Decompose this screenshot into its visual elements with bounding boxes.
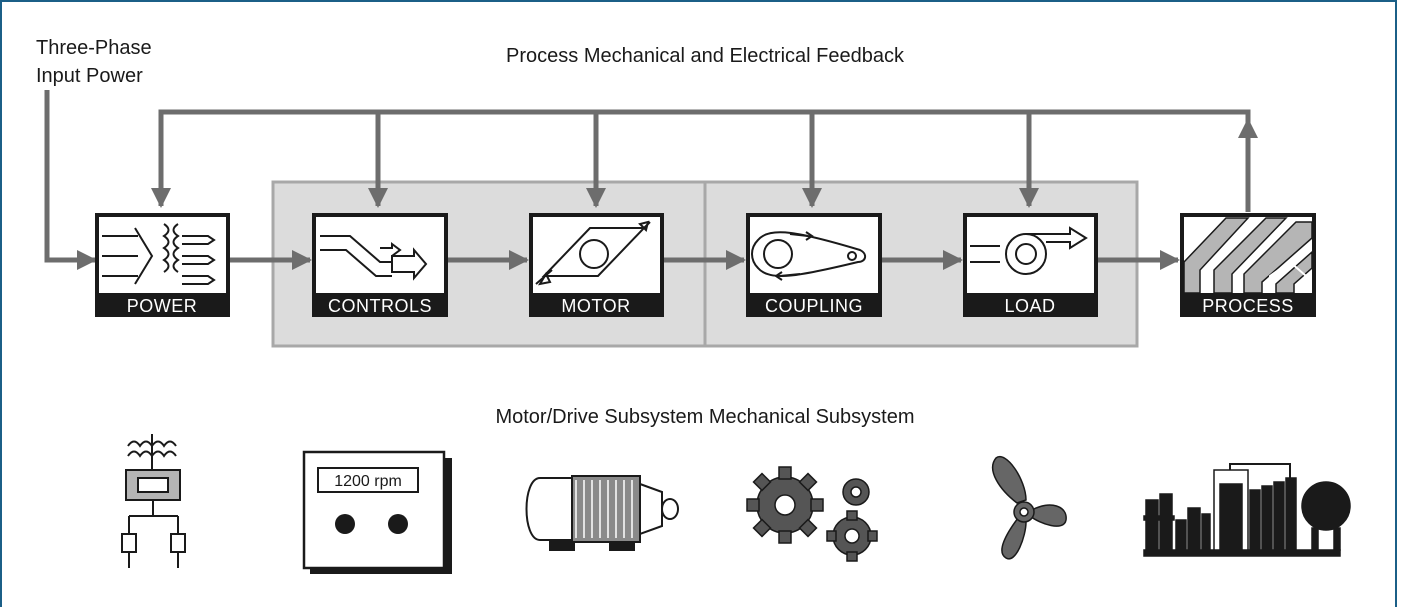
electric-motor-icon [525, 475, 679, 551]
controls-label: CONTROLS [328, 296, 432, 316]
power-block: POWER [95, 213, 230, 317]
motor-label: MOTOR [561, 296, 630, 316]
load-block: LOAD [963, 213, 1098, 317]
feedback-arrows [151, 112, 1258, 208]
controls-block: CONTROLS [312, 213, 448, 317]
controller-display: 1200 rpm [334, 473, 402, 490]
propeller-icon [991, 455, 1067, 560]
gears-icon [746, 466, 878, 562]
input-label-line2: Input Power [36, 65, 143, 87]
process-block: PROCESS [1180, 213, 1316, 317]
coupling-label: COUPLING [765, 296, 863, 316]
load-label: LOAD [1004, 296, 1055, 316]
transformer-switchgear-icon [121, 434, 186, 568]
process-label: PROCESS [1202, 296, 1294, 316]
coupling-block: COUPLING [746, 213, 882, 317]
power-label: POWER [127, 296, 198, 316]
industrial-plant-icon [1143, 463, 1351, 557]
knob-right-icon [388, 514, 408, 534]
diagram-title: Process Mechanical and Electrical Feedba… [506, 45, 905, 67]
drive-controller-icon: 1200 rpm [302, 450, 452, 574]
motor-block: MOTOR [529, 213, 664, 317]
subsystem-labels: Motor/Drive Subsystem Mechanical Subsyst… [495, 406, 914, 428]
knob-left-icon [335, 514, 355, 534]
input-power-line [44, 90, 97, 270]
input-label-line1: Three-Phase [36, 37, 152, 59]
